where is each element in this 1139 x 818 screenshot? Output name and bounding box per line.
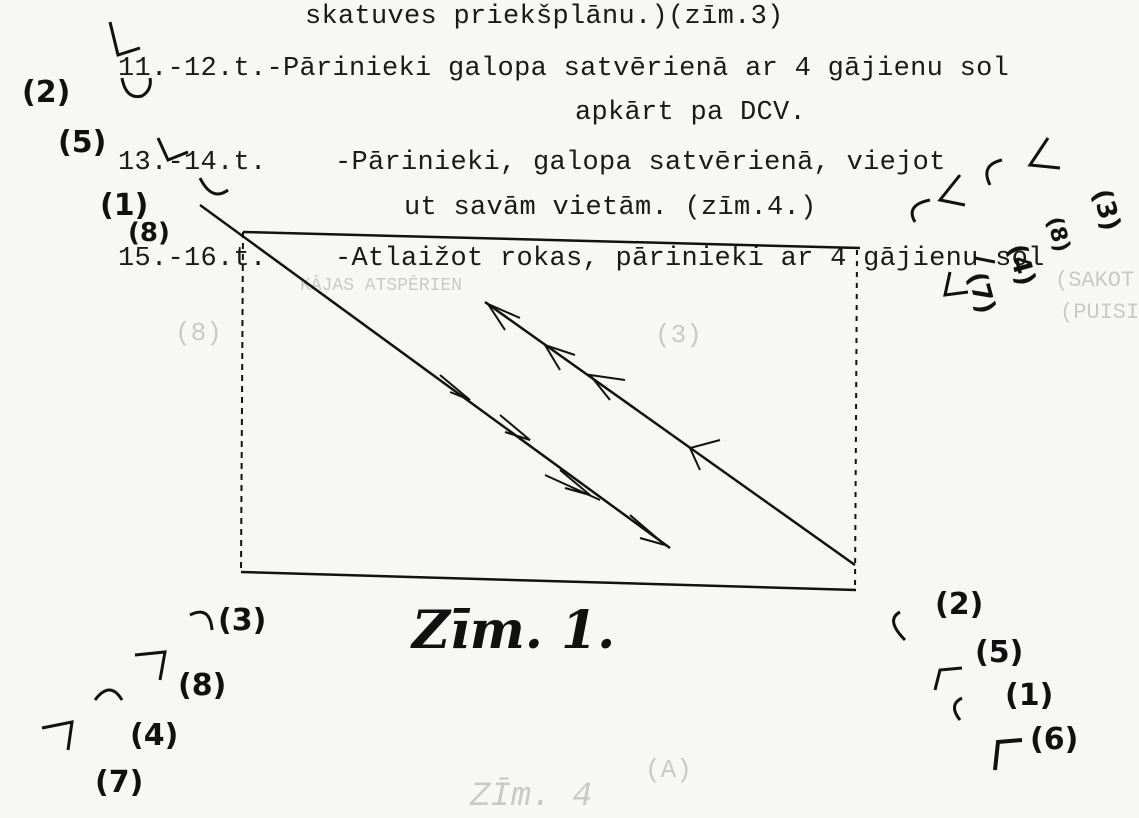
- dancer-mark-icon: [937, 174, 966, 207]
- corner-label: (8): [178, 668, 227, 703]
- text-line: apkārt pa DCV.: [575, 98, 807, 128]
- arrow-head-icon: [629, 514, 666, 546]
- dancer-mark-icon: [985, 158, 1003, 186]
- text-line: 15.-16.t.: [118, 244, 267, 274]
- ghost-text: (3): [655, 320, 702, 350]
- text-line: skatuves priekšplānu.)(zīm.3): [305, 2, 784, 32]
- figure-caption: Zīm. 1.: [412, 600, 616, 661]
- rect-top-edge: [242, 230, 861, 250]
- corner-label: (1): [100, 188, 149, 223]
- arrow-head-icon: [485, 301, 521, 331]
- ghost-text: (SAKOT: [1055, 268, 1135, 293]
- corner-label: (4): [130, 718, 179, 753]
- arrow-head-icon: [559, 469, 591, 496]
- dancer-mark-icon: [108, 21, 141, 57]
- text-line: -Pārinieki, galopa satvērienā, viejot: [335, 148, 946, 178]
- arrow-head-icon: [499, 414, 531, 441]
- dancer-mark-icon: [93, 688, 124, 701]
- corner-label: (1): [1005, 678, 1054, 713]
- path-down-line: [199, 203, 671, 550]
- ghost-text: (A): [645, 755, 692, 785]
- corner-label: (3): [218, 603, 267, 638]
- dancer-mark-icon: [1027, 137, 1061, 170]
- text-line: 13.-14.t.: [118, 148, 267, 178]
- arrow-head-icon: [587, 373, 626, 401]
- rect-bottom-edge: [240, 570, 857, 592]
- dancer-mark-icon: [993, 738, 1023, 771]
- ghost-text: (PUISI P: [1060, 300, 1139, 325]
- rect-left-edge: [240, 231, 244, 573]
- corner-label: (5): [58, 125, 107, 160]
- dancer-mark-icon: [974, 256, 996, 264]
- text-line: -Atlaižot rokas, pārinieki ar 4 gājienu …: [335, 244, 1045, 274]
- ghost-text: KĀJAS ATSPĒRIEN: [300, 276, 463, 296]
- arrow-head-icon: [439, 374, 471, 401]
- ghost-text: (8): [175, 318, 222, 348]
- corner-label: (2): [935, 587, 984, 622]
- dancer-mark-icon: [953, 696, 963, 721]
- corner-label: (2): [22, 75, 71, 110]
- text-line: ut savām vietām. (zīm.4.): [404, 193, 817, 223]
- arrow-stroke: [544, 474, 601, 501]
- dancer-mark-icon: [198, 177, 229, 196]
- dancer-mark-icon: [892, 610, 907, 642]
- dancer-mark-icon: [156, 137, 189, 162]
- dancer-mark-icon: [41, 720, 74, 751]
- dancer-mark-icon: [933, 666, 963, 691]
- dancer-mark-icon: [120, 77, 152, 99]
- arrow-head-icon: [542, 343, 576, 371]
- dancer-mark-icon: [910, 198, 931, 223]
- ghost-text: ZĪm. 4: [470, 778, 593, 816]
- corner-label: (7): [95, 765, 144, 800]
- rect-right-edge: [854, 249, 858, 591]
- dancer-mark-icon: [189, 610, 214, 631]
- text-line: 11.-12.t.-Pārinieki galopa satvērienā ar…: [118, 54, 1010, 84]
- corner-label: (6): [1030, 722, 1079, 757]
- arrow-head-icon: [688, 439, 721, 471]
- corner-label: (8): [128, 218, 170, 248]
- dancer-mark-icon: [134, 650, 167, 681]
- corner-label: (5): [975, 635, 1024, 670]
- path-up-line: [484, 300, 856, 567]
- dancer-mark-icon: [943, 271, 969, 297]
